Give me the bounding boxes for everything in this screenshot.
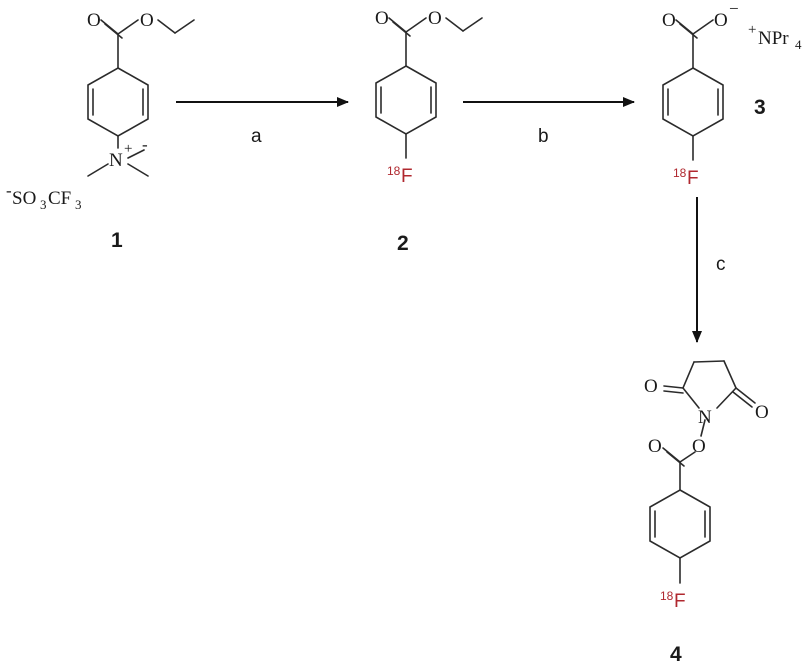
step-label-a: a	[251, 126, 262, 147]
ester-oxygen-4: O	[692, 436, 706, 457]
carboxylate-minus: −	[729, 0, 739, 18]
fluorine-atom-2: F	[401, 166, 413, 187]
compound-4-structure	[649, 360, 756, 584]
triflate-counterion: - SO 3 CF 3	[6, 181, 82, 212]
fluorine-18-label-3: 18 F	[673, 166, 699, 189]
methyl-dash: -	[142, 135, 148, 154]
carbonyl-oxygen-2: O	[375, 8, 389, 29]
compound-2-structure	[375, 17, 483, 159]
imide-nitrogen: N	[698, 407, 712, 428]
isotope-mass-2: 18	[387, 164, 401, 178]
fluorine-18-label-4: 18 F	[660, 589, 686, 612]
npr-text: NPr	[758, 28, 789, 49]
npr-sub4: 4	[795, 37, 802, 52]
step-label-c: c	[716, 254, 726, 275]
npr-plus: +	[748, 22, 756, 38]
fluorine-atom-4: F	[674, 591, 686, 612]
fluorine-atom-3: F	[687, 168, 699, 189]
compound-number-1: 1	[111, 229, 123, 252]
ester-oxygen-2: O	[428, 8, 442, 29]
carboxylate-oxygen-a: O	[662, 10, 676, 31]
tetrapropylammonium-counterion: + NPr 4	[748, 22, 802, 52]
ammonium-nitrogen: N	[109, 150, 123, 171]
carbonyl-oxygen-1: O	[87, 10, 101, 31]
compound-3-structure	[662, 19, 724, 161]
carbonyl-oxygen-4: O	[648, 436, 662, 457]
carboxylate-oxygen-b: O	[714, 10, 728, 31]
fluorine-18-label-2: 18 F	[387, 164, 413, 187]
isotope-mass-4: 18	[660, 589, 674, 603]
triflate-sub3: 3	[40, 197, 47, 212]
step-label-b: b	[538, 126, 549, 147]
imide-oxygen-right: O	[755, 402, 769, 423]
compound-number-3: 3	[754, 96, 766, 119]
ammonium-plus: +	[124, 141, 132, 157]
compound-number-2: 2	[397, 232, 409, 255]
triflate-sub3b: 3	[75, 197, 82, 212]
compound-1-structure	[87, 19, 195, 177]
compound-number-4: 4	[670, 643, 682, 666]
triflate-so: SO	[12, 188, 36, 209]
ester-oxygen-1: O	[140, 10, 154, 31]
imide-oxygen-left: O	[644, 376, 658, 397]
isotope-mass-3: 18	[673, 166, 687, 180]
triflate-charge: -	[6, 181, 12, 200]
triflate-cf: CF	[48, 188, 71, 209]
